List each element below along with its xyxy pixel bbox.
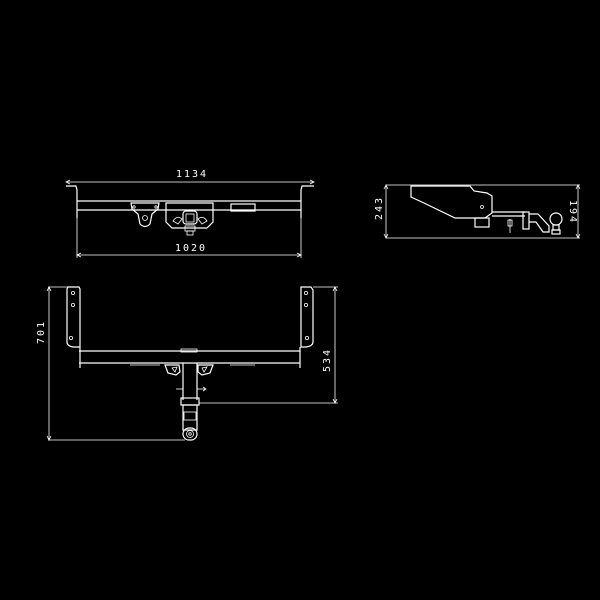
top-view: 1134 <box>65 169 315 258</box>
front-view: 701 <box>36 286 338 441</box>
dim-label-1020: 1020 <box>175 243 207 254</box>
side-view: 243 194 <box>374 184 581 239</box>
mount-plate-icon <box>130 202 160 228</box>
ball-top-icon <box>186 430 194 438</box>
dim-label-243: 243 <box>374 196 385 220</box>
dim-label-534: 534 <box>322 348 333 372</box>
tow-ball-icon <box>549 212 563 226</box>
left-bracket <box>66 286 81 348</box>
slot-icon <box>230 203 256 212</box>
coupling-assembly-icon <box>165 202 214 236</box>
dimension-overall-height-front: 701 <box>36 286 185 441</box>
dim-label-194: 194 <box>567 200 578 224</box>
dim-label-701: 701 <box>36 320 47 344</box>
right-bracket <box>300 286 314 348</box>
dim-label-1134: 1134 <box>176 169 208 180</box>
dimension-ball-height: 194 <box>567 184 581 239</box>
dimension-mount-width: 1020 <box>76 218 302 258</box>
dimension-overall-height-side: 243 <box>374 184 580 239</box>
dimension-overall-width: 1134 <box>65 169 315 185</box>
dimension-bracket-to-pin: 534 <box>322 286 338 404</box>
